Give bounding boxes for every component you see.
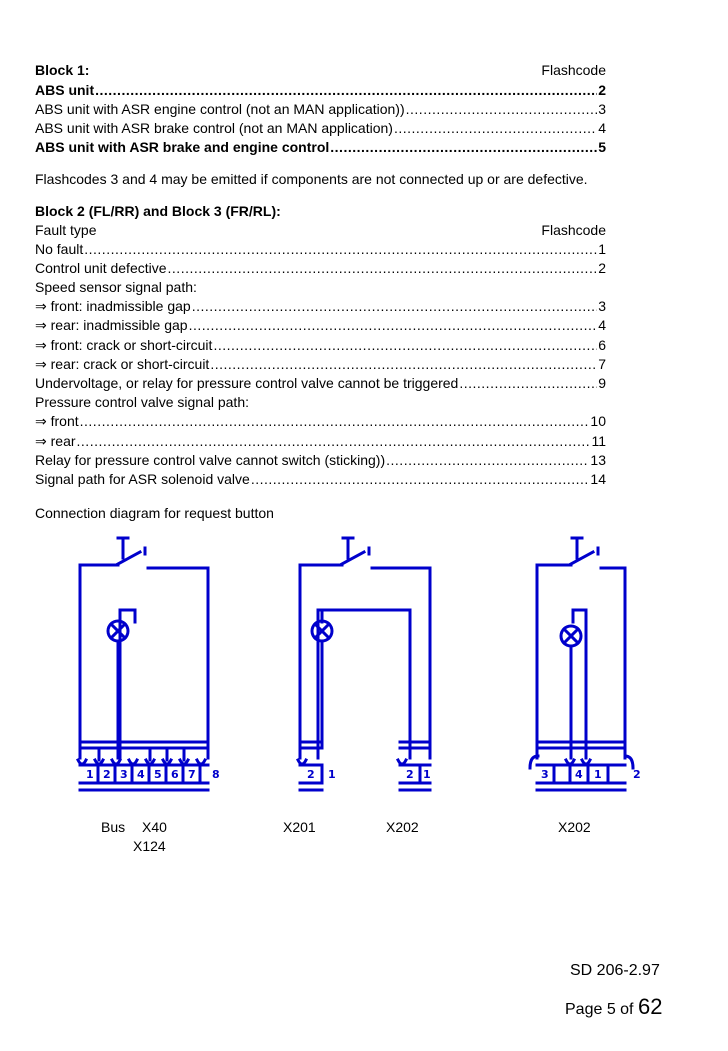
- row-label: ⇒ front: inadmissible gap: [35, 298, 191, 314]
- dot-leader: [77, 431, 591, 451]
- connector-caption-x201: X201: [283, 819, 316, 835]
- connection-diagram: 1 2 3 4 5 6 7 8 2 1 2 1 3 4 1 2: [75, 536, 641, 792]
- pin-label: 6: [171, 768, 179, 781]
- pin-label: 1: [423, 768, 431, 781]
- block2-heading: Block 2 (FL/RR) and Block 3 (FR/RL):: [35, 203, 281, 219]
- row-code: 3: [598, 101, 606, 117]
- pin-label: 7: [188, 768, 196, 781]
- dot-leader: [95, 80, 597, 100]
- row-code: 5: [598, 139, 606, 155]
- row-label: ⇒ rear: crack or short-circuit: [35, 356, 210, 372]
- row-code: 14: [590, 471, 606, 487]
- dot-leader: [330, 137, 597, 157]
- block1-heading: Block 1:: [35, 62, 90, 78]
- dot-leader: [251, 469, 590, 489]
- fault-row: ⇒ rear: crack or short-circuit 7: [35, 354, 606, 374]
- pin-label: 4: [137, 768, 145, 781]
- connector-caption-x40: X40: [142, 819, 167, 835]
- row-code: 2: [598, 260, 606, 276]
- pin-label: 2: [307, 768, 315, 781]
- row-label: ABS unit with ASR brake control (not an …: [35, 120, 393, 136]
- row-label: ABS unit: [35, 82, 95, 98]
- pin-label: 5: [154, 768, 162, 781]
- row-label: No fault: [35, 241, 84, 257]
- fault-row: ⇒ rear 11: [35, 431, 606, 451]
- diagram-title: Connection diagram for request button: [35, 505, 274, 521]
- dot-leader: [459, 373, 597, 393]
- page-prefix: Page 5 of: [565, 1001, 634, 1018]
- row-label: ⇒ rear: [35, 433, 76, 449]
- row-code: 7: [598, 356, 606, 372]
- connector-caption-x202: X202: [386, 819, 419, 835]
- fault-row: ⇒ rear: inadmissible gap 4: [35, 315, 606, 335]
- pin-label: 2: [406, 768, 414, 781]
- row-code: 9: [598, 375, 606, 391]
- dot-leader: [386, 450, 589, 470]
- request-button-switch-1: [115, 536, 147, 567]
- pin-label: 1: [328, 768, 336, 781]
- page-number: Page 5 of 62: [565, 994, 662, 1020]
- fault-row: ⇒ front: crack or short-circuit 6: [35, 335, 606, 355]
- row-code: 3: [598, 298, 606, 314]
- dot-leader: [406, 99, 598, 119]
- row-label: Undervoltage, or relay for pressure cont…: [35, 375, 459, 391]
- block1-note: Flashcodes 3 and 4 may be emitted if com…: [35, 171, 588, 187]
- block1-row: ABS unit with ASR engine control (not an…: [35, 99, 606, 119]
- block1-flashcode-header: Flashcode: [541, 62, 606, 78]
- dot-leader: [394, 118, 597, 138]
- fault-row: Undervoltage, or relay for pressure cont…: [35, 373, 606, 393]
- row-label: ⇒ front: [35, 413, 79, 429]
- connector-caption-x124: X124: [133, 838, 166, 854]
- fault-row: No fault 1: [35, 239, 606, 259]
- row-label: ⇒ rear: inadmissible gap: [35, 317, 188, 333]
- pin-label: 1: [86, 768, 94, 781]
- request-button-switch-3: [568, 536, 600, 567]
- request-button-switch-2: [339, 536, 371, 567]
- row-code: 10: [590, 413, 606, 429]
- dot-leader: [210, 354, 597, 374]
- block1-row: ABS unit 2: [35, 80, 606, 100]
- pin-label: 2: [103, 768, 111, 781]
- document-id: SD 206-2.97: [570, 962, 660, 979]
- fault-subheading: Speed sensor signal path:: [35, 279, 197, 295]
- row-code: 13: [590, 452, 606, 468]
- row-code: 11: [591, 433, 606, 449]
- row-label: ABS unit with ASR engine control (not an…: [35, 101, 405, 117]
- dot-leader: [213, 335, 597, 355]
- block1-row: ABS unit with ASR brake control (not an …: [35, 118, 606, 138]
- dot-leader: [84, 239, 597, 259]
- dot-leader: [168, 258, 598, 278]
- connector-caption-x202-b: X202: [558, 819, 591, 835]
- fault-row: Signal path for ASR solenoid valve 14: [35, 469, 606, 489]
- fault-row: Relay for pressure control valve cannot …: [35, 450, 606, 470]
- fault-subheading: Pressure control valve signal path:: [35, 394, 249, 410]
- pin-label: 3: [120, 768, 128, 781]
- connector-caption-bus: Bus: [101, 819, 126, 835]
- row-code: 4: [598, 120, 606, 136]
- block2-flashcode-header: Flashcode: [541, 222, 606, 238]
- dot-leader: [189, 315, 598, 335]
- pin-label: 4: [575, 768, 583, 781]
- pin-label: 8: [212, 768, 220, 781]
- row-code: 2: [598, 82, 606, 98]
- fault-row: ⇒ front 10: [35, 411, 606, 431]
- pin-label: 1: [594, 768, 602, 781]
- row-label: Signal path for ASR solenoid valve: [35, 471, 250, 487]
- pin-label: 2: [633, 768, 641, 781]
- row-label: ⇒ front: crack or short-circuit: [35, 337, 213, 353]
- block1-row: ABS unit with ASR brake and engine contr…: [35, 137, 606, 157]
- row-label: Control unit defective: [35, 260, 167, 276]
- row-label: ABS unit with ASR brake and engine contr…: [35, 139, 330, 155]
- pin-label: 3: [541, 768, 549, 781]
- row-label: Relay for pressure control valve cannot …: [35, 452, 386, 468]
- page-total: 62: [637, 994, 663, 1019]
- row-code: 1: [598, 241, 606, 257]
- row-code: 4: [598, 317, 606, 333]
- row-code: 6: [598, 337, 606, 353]
- dot-leader: [192, 296, 598, 316]
- fault-row: ⇒ front: inadmissible gap 3: [35, 296, 606, 316]
- fault-type-header: Fault type: [35, 222, 97, 238]
- dot-leader: [80, 411, 590, 431]
- fault-row: Control unit defective 2: [35, 258, 606, 278]
